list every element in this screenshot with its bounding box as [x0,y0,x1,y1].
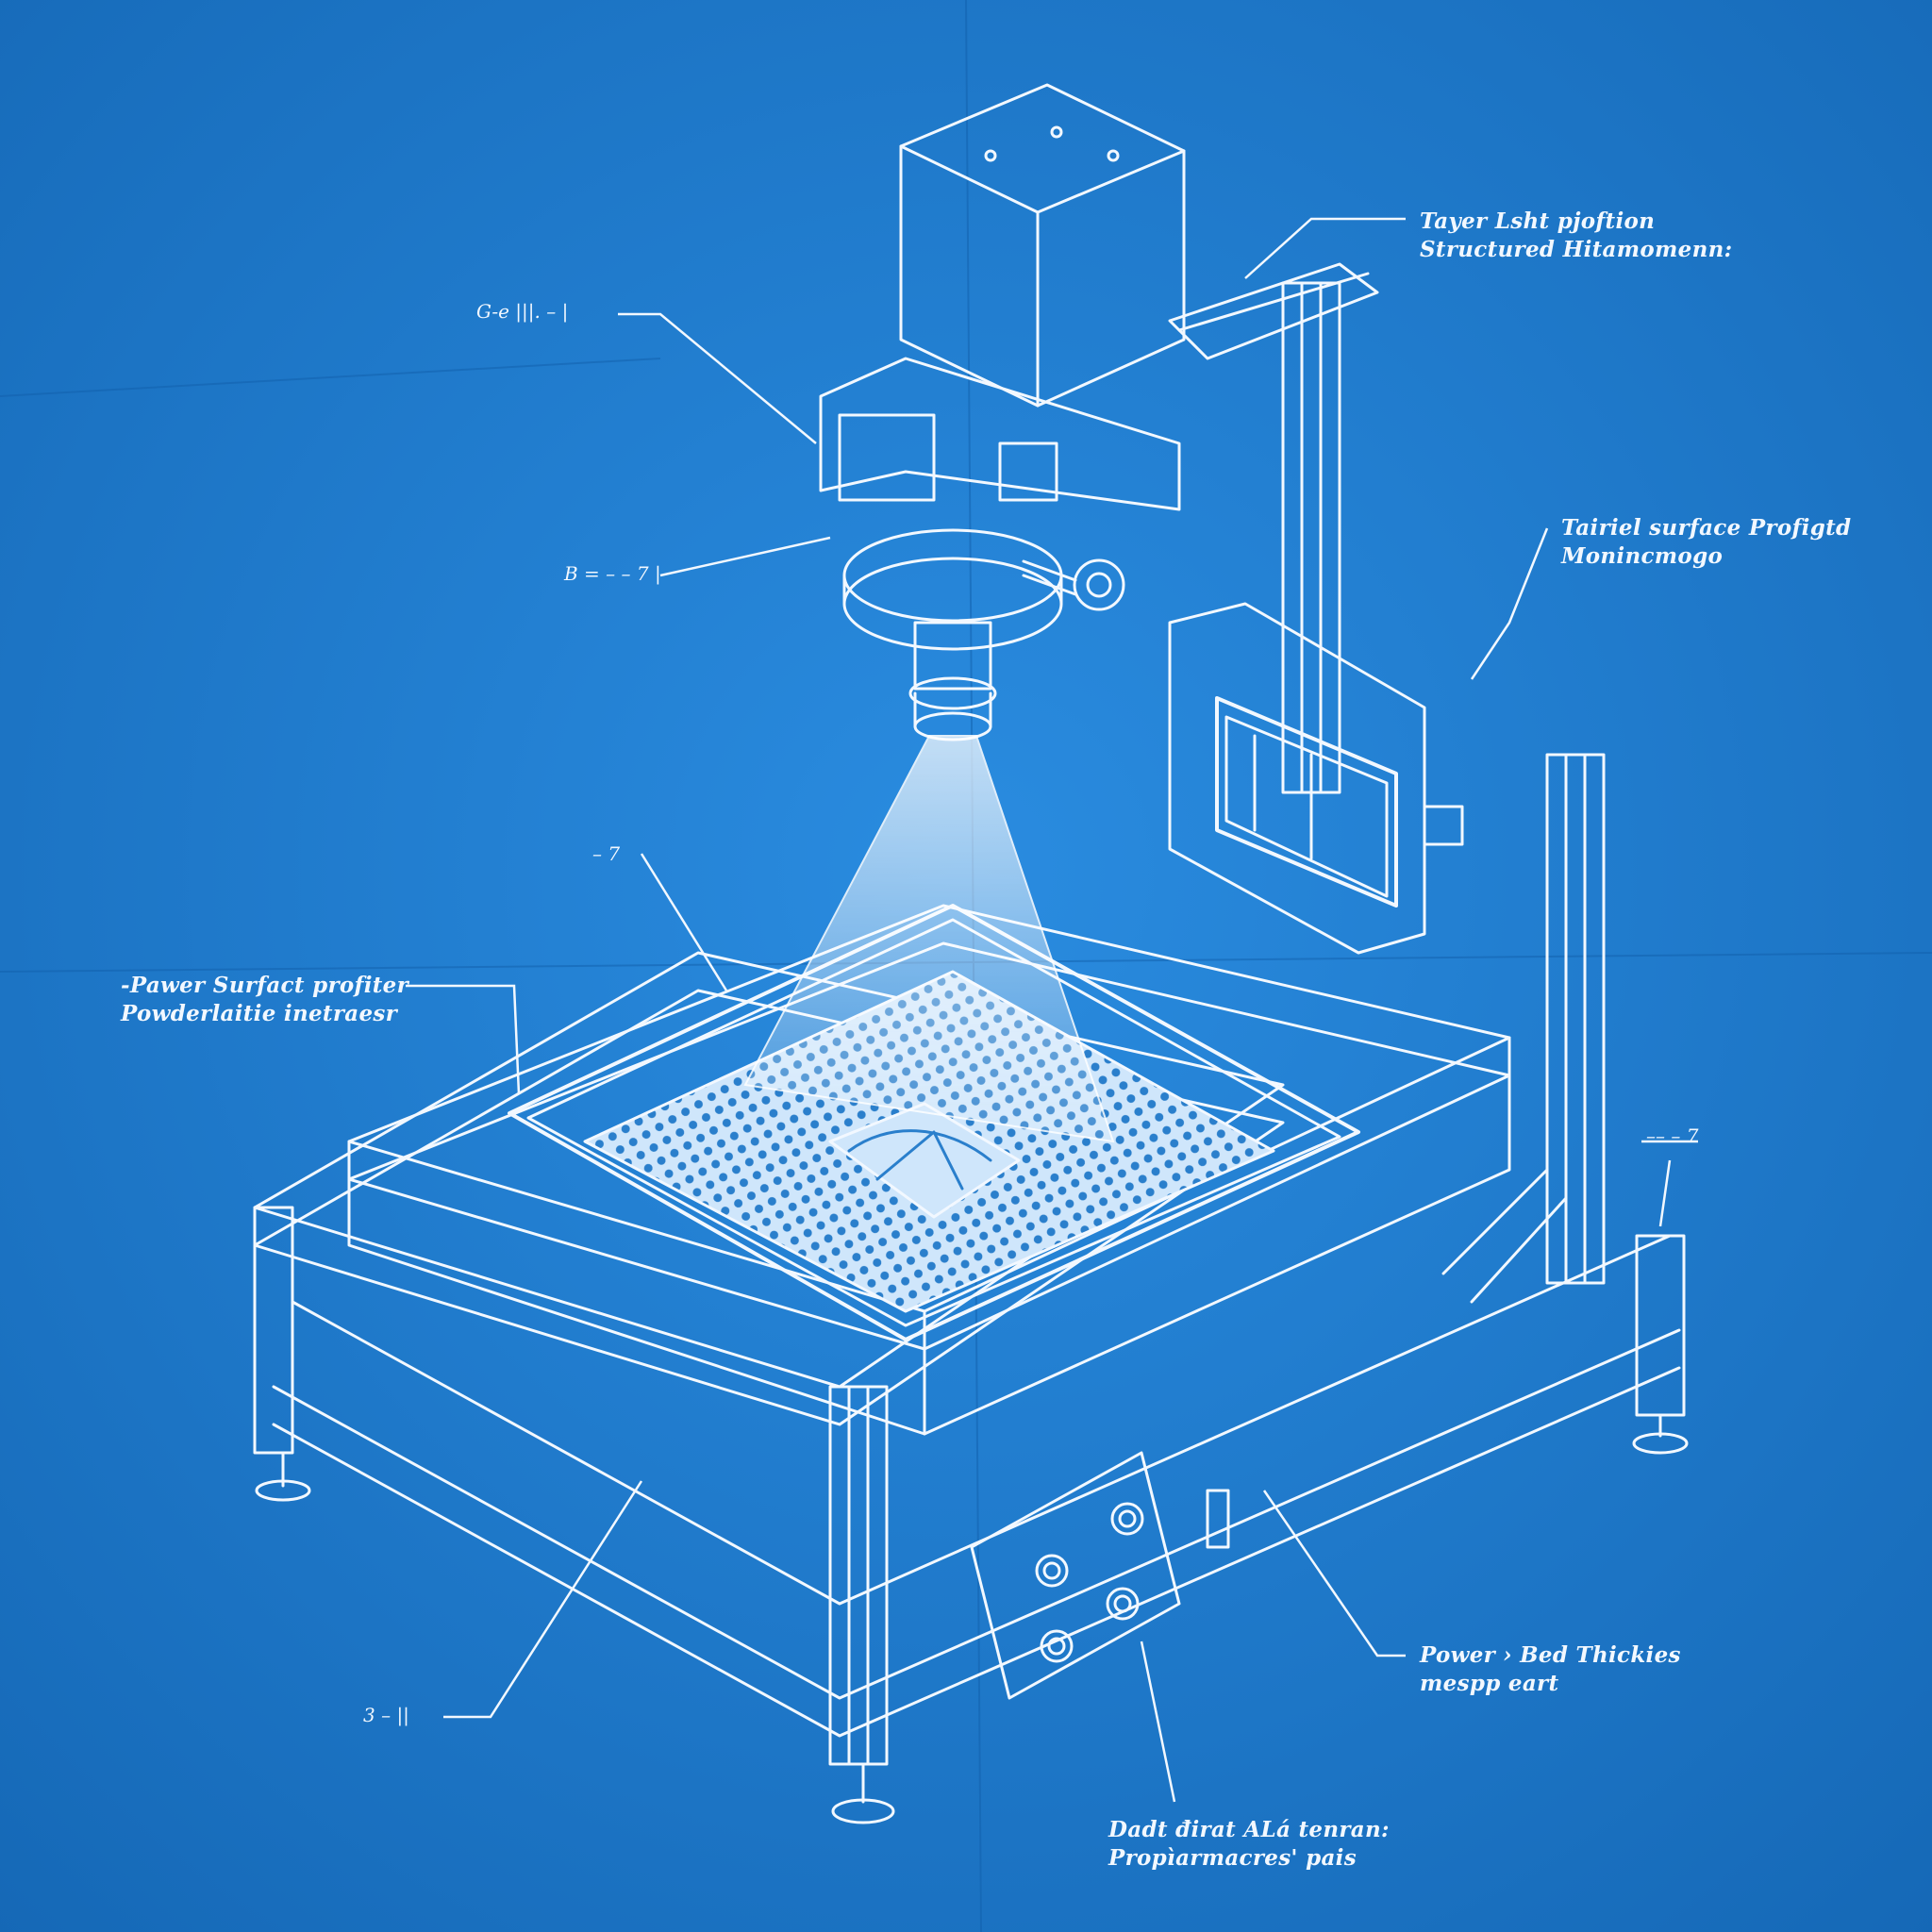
projector-cone-icon [743,735,1115,1143]
printed-part [828,1102,1021,1219]
upright-column [1168,262,1606,1285]
tag-bottom-ref: 3 – || [363,1704,409,1726]
control-panel [970,1451,1230,1700]
label-surface-profile: Tairiel surface Profigtd Monincmogo [1561,515,1852,569]
label-bed-thickness: Power › Bed Thickies mespp eart [1420,1642,1681,1696]
camera-head-icon [819,83,1186,741]
machine-frame [253,951,1689,1824]
tag-b-ref: B = – – 7 | [564,562,661,585]
control-knob-icon [1035,1502,1144,1663]
leader-lines [406,217,1698,1803]
tag-g-ref: G-e |||. – | [476,300,569,323]
monitor-screen-icon [1168,602,1464,955]
label-powder-surface: -Pawer Surfact profiter Powderlaitie ine… [121,973,409,1026]
tag-right-dim: –– – 7 [1646,1124,1699,1147]
label-projector: Tayer Lsht pjoftion Structured Hitamomen… [1420,208,1733,262]
label-data-acquisition: Dadt đirat ALá tenran: Propìarmacres' pa… [1108,1817,1390,1871]
leveling-foot-icon [255,1413,1689,1824]
tag-left-dim: – 7 [592,842,621,865]
